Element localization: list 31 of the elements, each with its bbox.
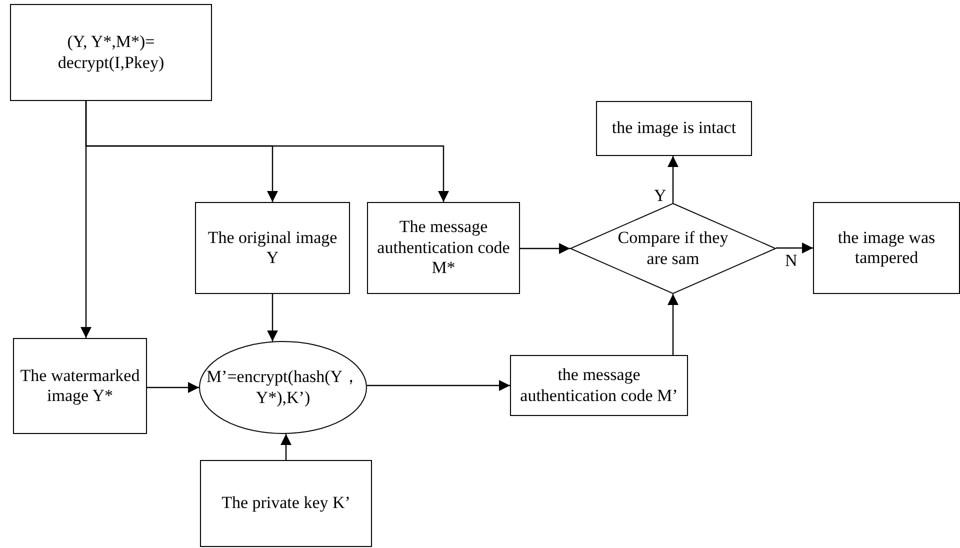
arrow	[85, 101, 449, 202]
node-text: the image is intact	[612, 118, 736, 139]
node-text: the image was tampered	[836, 228, 936, 268]
node-text: the message authentication code M’	[519, 365, 679, 406]
process-box	[200, 460, 372, 547]
arrow	[668, 156, 678, 203]
process-box	[510, 355, 688, 416]
process-box	[367, 202, 520, 294]
edge-label: Y	[653, 187, 668, 204]
arrow	[367, 380, 510, 391]
process-box	[195, 202, 350, 294]
arrow	[668, 294, 678, 355]
arrow	[280, 434, 292, 460]
edge-label: N	[784, 252, 798, 269]
arrow	[147, 382, 199, 393]
arrow	[520, 243, 570, 254]
process-ellipse	[199, 341, 367, 434]
decision-diamond	[570, 203, 776, 294]
node-text: M’=encrypt(hash(Y，Y*),K’)	[205, 367, 361, 408]
process-box	[813, 202, 960, 294]
node-text: The message authentication code M*	[376, 217, 511, 279]
node-text: The private key K’	[222, 493, 350, 514]
node-text: The original image Y	[206, 228, 338, 268]
node-text: The watermarked image Y*	[19, 366, 141, 406]
node-text: Compare if they are sam	[616, 228, 730, 269]
process-box	[10, 4, 212, 101]
arrow	[776, 242, 813, 254]
node-text: (Y, Y*,M*)= decrypt(I,Pkey)	[56, 32, 166, 73]
process-box	[13, 338, 147, 434]
arrow	[267, 294, 278, 342]
process-box	[596, 101, 752, 156]
